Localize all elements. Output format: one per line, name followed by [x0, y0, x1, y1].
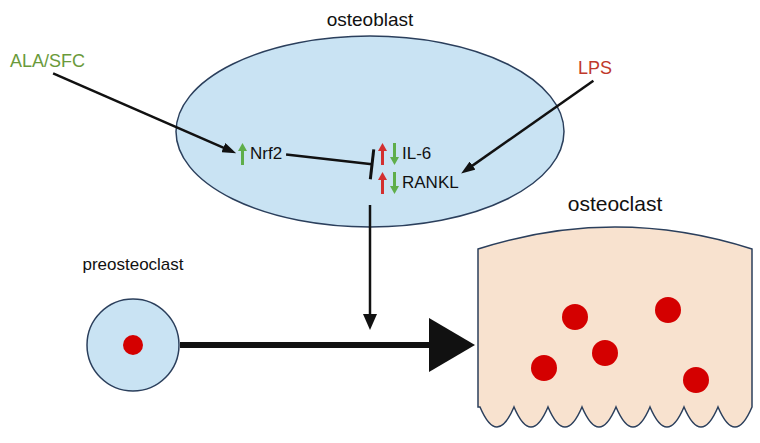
icon-shaft: [241, 150, 244, 165]
increase-arrow-icon: [378, 172, 387, 194]
icon-head: [378, 143, 387, 151]
label-row: IL-6: [378, 143, 431, 165]
cell-name: osteoclast: [568, 191, 663, 216]
cell-name: osteoblast: [327, 9, 414, 32]
increase-arrow-icon: [238, 143, 247, 165]
nucleus: [592, 340, 618, 366]
signal-arrow-line: [369, 205, 372, 316]
nucleus: [655, 297, 681, 323]
cell-membrane: [478, 227, 752, 427]
icon-head: [390, 157, 399, 165]
cell-blob: osteoclast: [475, 225, 755, 440]
nucleus: [683, 367, 709, 393]
icon-shaft: [381, 150, 384, 165]
decrease-arrow-icon: [390, 143, 399, 165]
icon-shaft: [381, 179, 384, 194]
increase-arrow-icon: [378, 143, 387, 165]
stimulus-label: LPS: [578, 58, 612, 80]
nucleus: [562, 304, 588, 330]
nucleus: [123, 335, 143, 355]
icon-head: [378, 172, 387, 180]
inhibition-line: [286, 154, 372, 164]
cell-circle-outline: [86, 298, 180, 392]
cell-name: preosteoclast: [82, 255, 183, 275]
cell-ellipse-outline: [175, 35, 565, 228]
label-row: RANKL: [378, 172, 459, 194]
protein-label: Nrf2: [238, 143, 282, 165]
arrow-connector: [466, 81, 593, 170]
icon-shaft: [393, 172, 396, 187]
cytokine-label: RANKL: [402, 173, 459, 193]
cell-circle: preosteoclast: [86, 298, 180, 392]
cytokine-label: IL-6: [378, 143, 431, 165]
cell-membrane: [87, 299, 179, 391]
signal-arrow-head: [363, 314, 377, 330]
cytokine-label: RANKL: [378, 172, 459, 194]
decrease-arrow-icon: [390, 172, 399, 194]
treatment-label: ALA/SFC: [10, 51, 85, 73]
icon-head: [238, 143, 247, 151]
cell-ellipse: Nrf2IL-6RANKLosteoblast: [175, 35, 565, 228]
cell-blob-outline: [475, 225, 755, 440]
label-row: Nrf2: [238, 143, 282, 165]
icon-shaft: [393, 143, 396, 158]
arrow-connector: [180, 342, 455, 348]
treatment-label: ALA/SFC: [10, 51, 85, 73]
label-row: ALA/SFC: [10, 51, 85, 73]
nucleus: [531, 355, 557, 381]
protein-label: Nrf2: [250, 144, 282, 164]
cytokine-label: IL-6: [402, 144, 431, 164]
stimulus-label: LPS: [578, 58, 612, 80]
label-row: LPS: [578, 58, 612, 80]
icon-head: [390, 186, 399, 194]
cell-membrane: [176, 36, 564, 227]
arrow-connector: [53, 73, 231, 150]
